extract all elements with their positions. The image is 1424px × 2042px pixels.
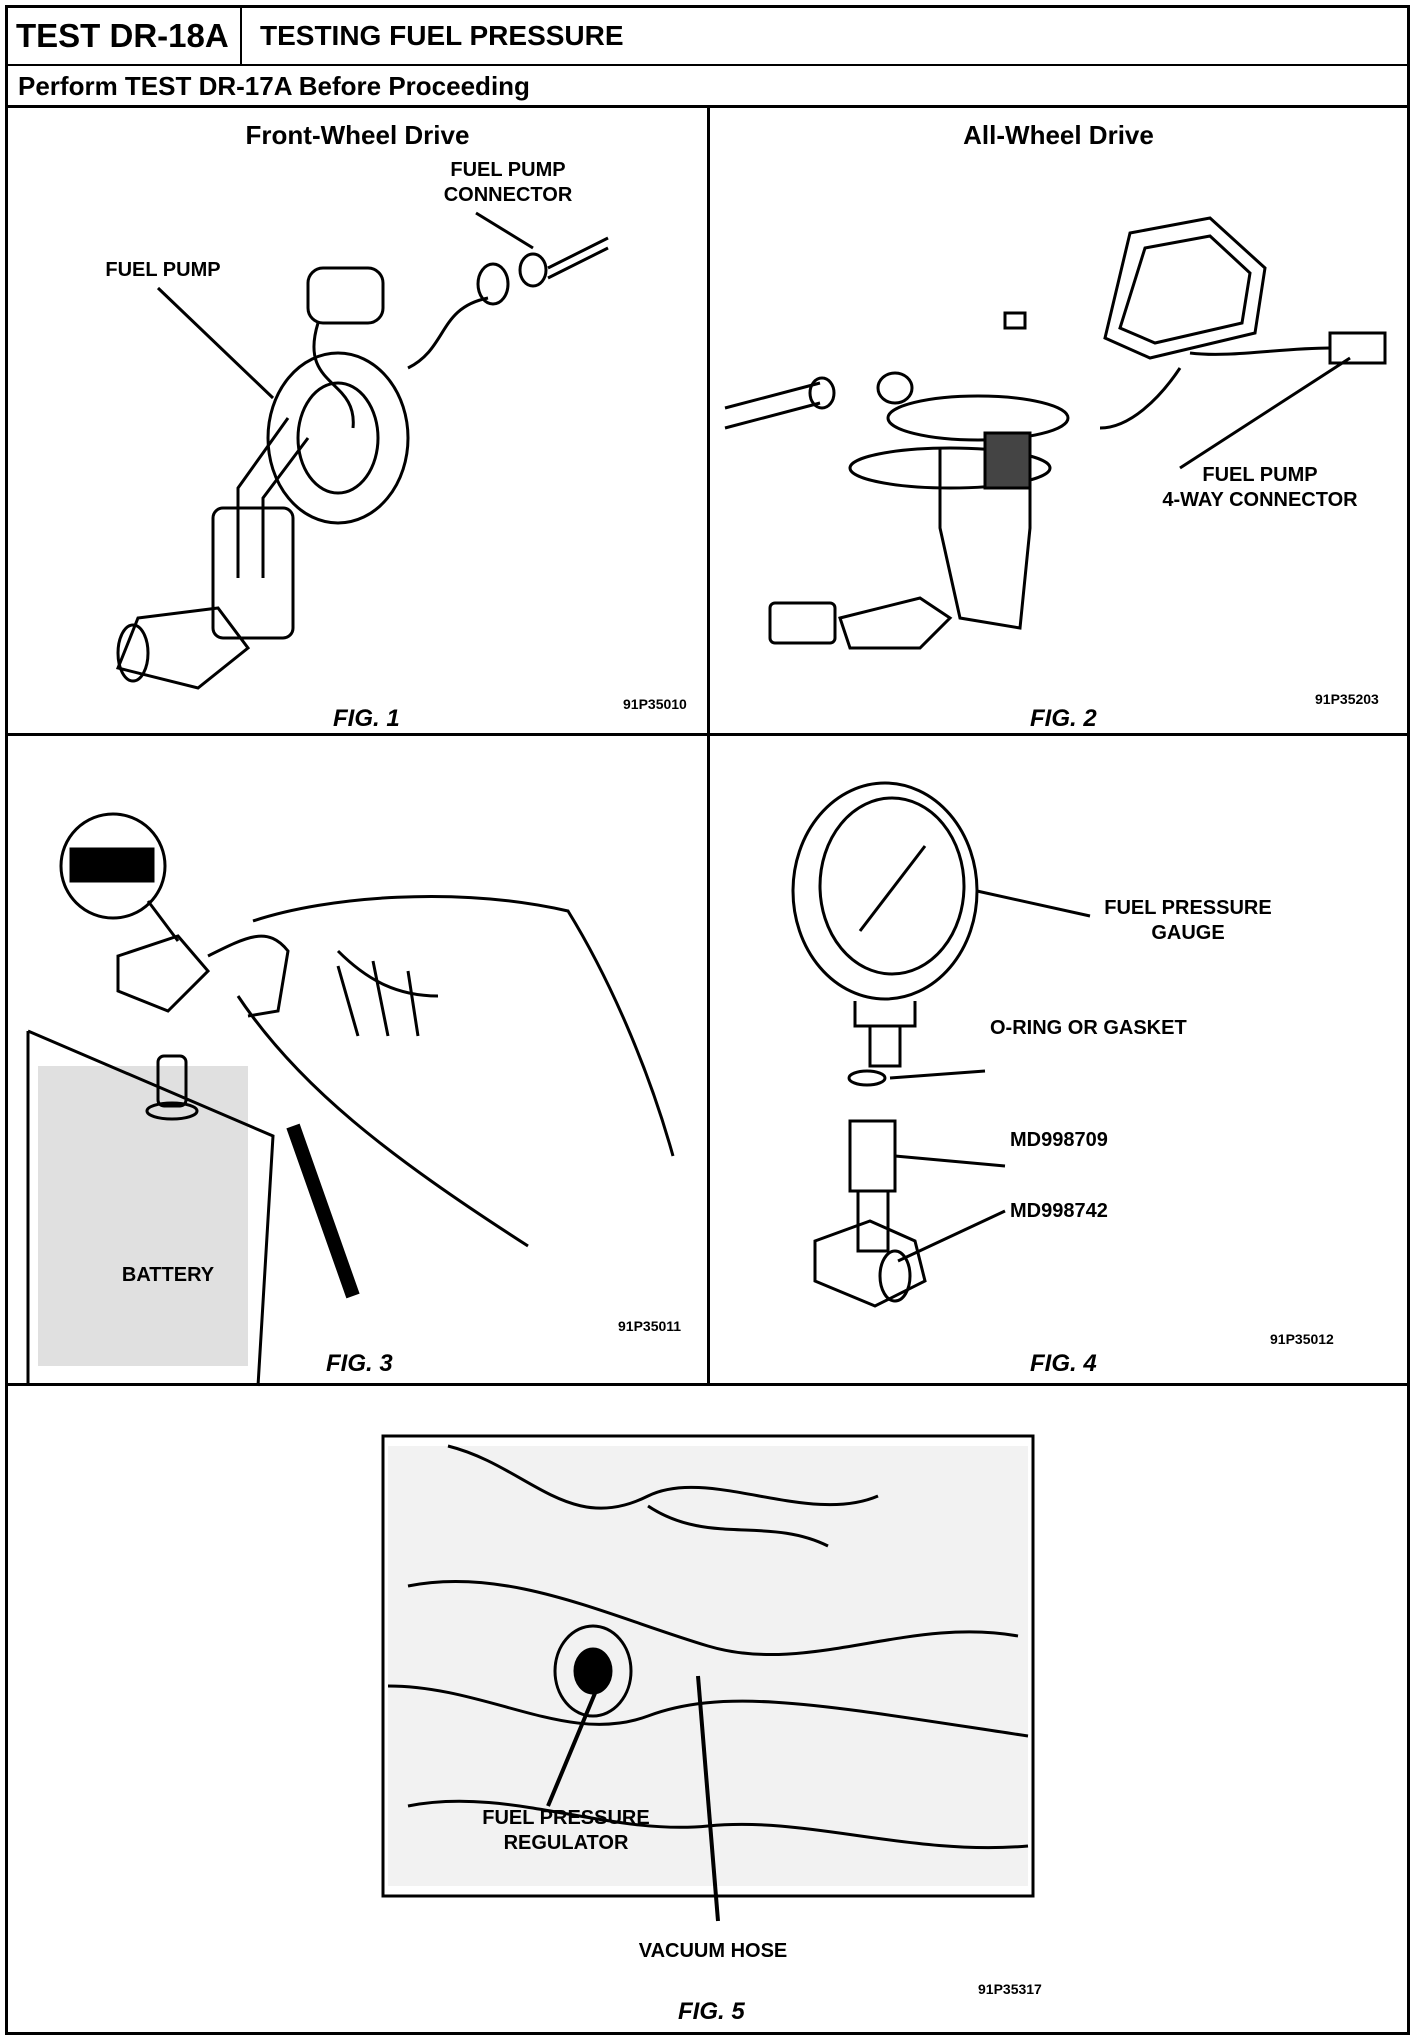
label-line: 4-WAY CONNECTOR: [1162, 489, 1358, 511]
figure-2-code: 91P35203: [1315, 691, 1379, 707]
tool-md998742-label: MD998742: [1010, 1200, 1108, 1222]
fuel-pump-4-way-connector-label: FUEL PUMP 4-WAY CONNECTOR: [1130, 463, 1390, 513]
figure-5-panel: FUEL PRESSURE REGULATOR VACUUM HOSE 91P3…: [8, 1386, 1407, 2032]
tool-md998709-label: MD998709: [1010, 1129, 1108, 1151]
figure-4-panel: FUEL PRESSURE GAUGE O-RING OR GASKET MD9…: [710, 736, 1407, 1386]
header-prereq-row: Perform TEST DR-17A Before Proceeding: [8, 64, 1407, 108]
battery-label: BATTERY: [121, 1264, 215, 1286]
label-line: REGULATOR: [503, 1832, 629, 1854]
header-title-row: TEST DR-18A TESTING FUEL PRESSURE: [8, 8, 1407, 66]
figure-2-panel: All-Wheel Drive: [710, 108, 1407, 736]
figure-4-code: 91P35012: [1270, 1331, 1334, 1347]
label-line: FUEL PUMP: [1202, 464, 1318, 486]
label-line: CONNECTOR: [443, 184, 573, 206]
figure-1-title: Front-Wheel Drive: [245, 120, 470, 150]
figure-3-caption: FIG. 3: [326, 1350, 393, 1377]
o-ring-gasket-label: O-RING OR GASKET: [990, 1017, 1187, 1039]
fuel-pressure-gauge-label: FUEL PRESSURE GAUGE: [1078, 896, 1298, 946]
fuel-pump-label: FUEL PUMP: [105, 259, 221, 281]
vacuum-hose-label: VACUUM HOSE: [638, 1940, 788, 1962]
battery-disconnect-illustration: [26, 812, 675, 1387]
figure-5-code: 91P35317: [978, 1981, 1042, 1997]
figure-3-code: 91P35011: [618, 1318, 682, 1334]
fuel-pressure-regulator-illustration: [381, 1434, 1035, 1922]
figure-4-caption: FIG. 4: [1030, 1350, 1097, 1377]
fuel-pump-fwd-illustration: [115, 211, 609, 690]
label-line: FUEL PRESSURE: [482, 1807, 650, 1829]
label-line: GAUGE: [1151, 922, 1225, 944]
fuel-pressure-gauge-illustration: [791, 781, 1091, 1308]
label-line: FUEL PUMP: [450, 159, 566, 181]
figure-3-panel: BATTERY 91P35011 FIG. 3: [8, 736, 710, 1387]
label-line: FUEL PRESSURE: [1104, 897, 1272, 919]
fuel-pump-connector-label: FUEL PUMP CONNECTOR: [408, 158, 608, 208]
figure-1-panel: Front-Wheel Drive FUEL PUMP CONNECTOR FU…: [8, 108, 710, 736]
test-header: TEST DR-18A TESTING FUEL PRESSURE Perfor…: [8, 8, 1407, 108]
test-title: TESTING FUEL PRESSURE: [260, 20, 624, 51]
figure-2-title: All-Wheel Drive: [963, 120, 1154, 150]
figure-5-caption: FIG. 5: [678, 1998, 745, 2025]
service-manual-page: TEST DR-18A TESTING FUEL PRESSURE Perfor…: [5, 5, 1410, 2035]
figure-2-caption: FIG. 2: [1030, 705, 1097, 732]
fuel-pressure-regulator-label: FUEL PRESSURE REGULATOR: [456, 1806, 676, 1856]
figure-1-caption: FIG. 1: [333, 705, 400, 732]
fuel-pump-awd-illustration: [724, 216, 1387, 650]
prerequisite-note: Perform TEST DR-17A Before Proceeding: [18, 71, 530, 101]
figure-1-code: 91P35010: [623, 696, 687, 712]
test-id: TEST DR-18A: [8, 8, 242, 64]
